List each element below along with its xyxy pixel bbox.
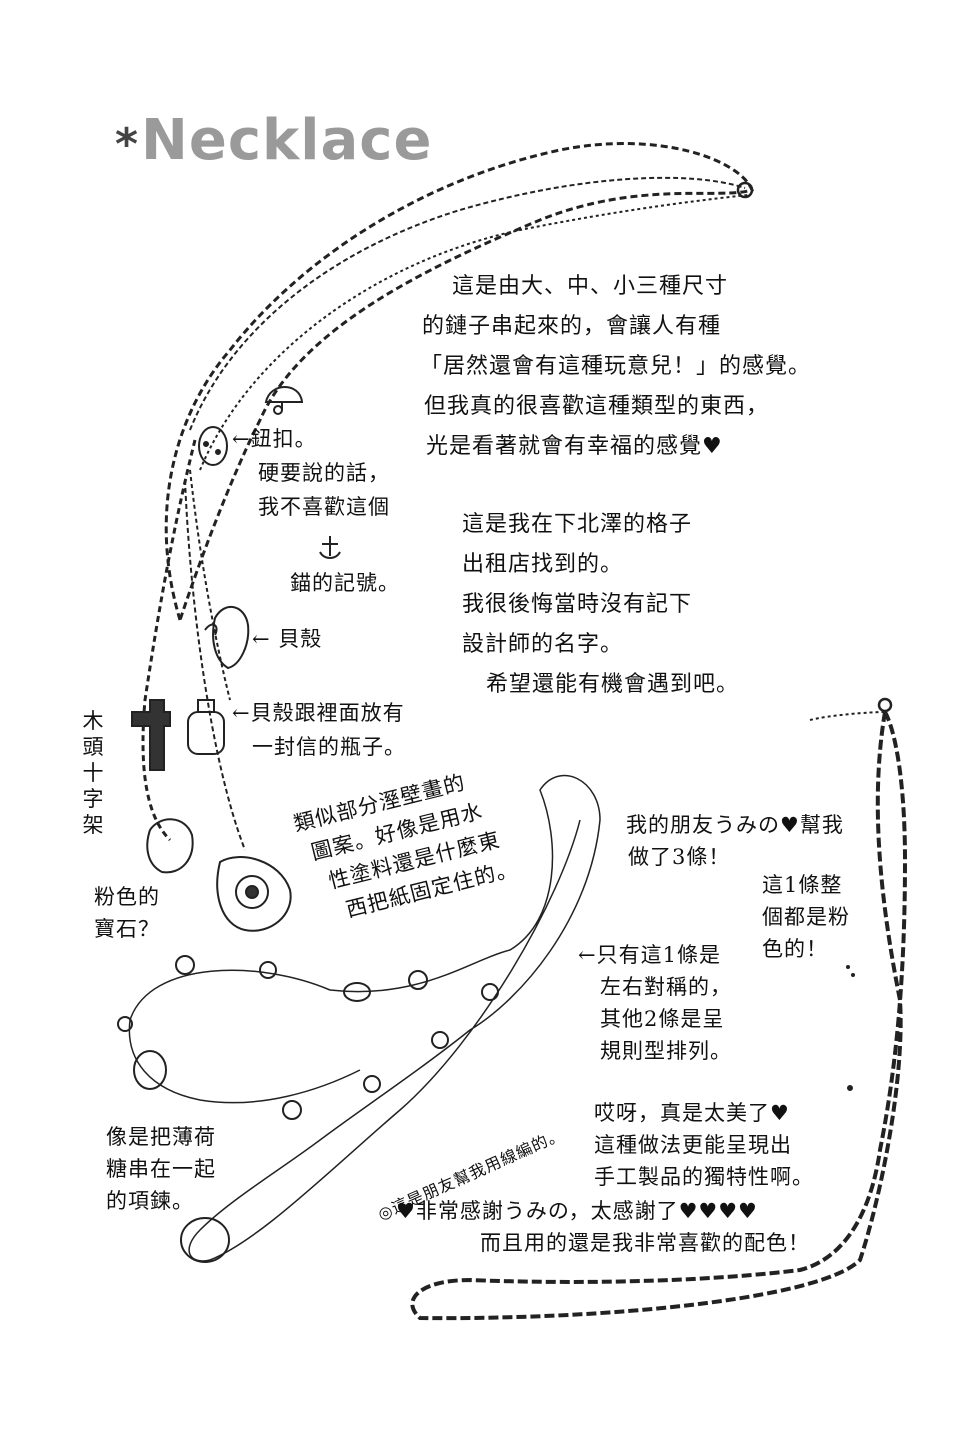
note-line: 粉色的 xyxy=(94,885,160,909)
note-line: 手工製品的獨特性啊。 xyxy=(594,1165,814,1189)
note-line: 個都是粉 xyxy=(762,905,850,929)
note-line: 硬要說的話， xyxy=(258,461,390,485)
bead xyxy=(408,970,428,990)
bead xyxy=(282,1100,302,1120)
note-line: 左右對稱的， xyxy=(600,975,732,999)
bead xyxy=(363,1075,381,1093)
note-line: 的項鍊。 xyxy=(106,1189,194,1213)
drop-chain-3 xyxy=(184,479,246,851)
note-line: 我的朋友うみの♥幫我 xyxy=(626,813,844,837)
note-line: 做了3條！ xyxy=(628,845,731,869)
bead xyxy=(481,983,499,1001)
bead xyxy=(431,1031,449,1049)
note-char: 頭 xyxy=(82,735,104,759)
cross-note: 木 頭 十 字 架 xyxy=(82,708,104,838)
note-line: 這種做法更能呈現出 xyxy=(594,1133,792,1157)
button-charm xyxy=(198,426,228,466)
note-line: 糖串在一起 xyxy=(106,1157,216,1181)
bead xyxy=(117,1016,133,1032)
clasp-ring xyxy=(736,181,754,199)
anchor-doodle xyxy=(319,536,341,559)
small-chain xyxy=(199,194,749,471)
shop-line: 希望還能有機會遇到吧。 xyxy=(486,672,740,697)
bead xyxy=(259,961,277,979)
intro-line: 光是看著就會有幸福的感覺♥ xyxy=(426,434,723,459)
bead xyxy=(133,1050,167,1090)
mushroom-doodle xyxy=(264,386,304,410)
note-line: 這1條整 xyxy=(762,873,843,897)
woven-necklace xyxy=(129,774,601,1262)
note-char: 字 xyxy=(82,787,104,811)
drop-chain-2 xyxy=(189,469,231,701)
shop-line: 設計師的名字。 xyxy=(462,632,624,657)
bottle-charm xyxy=(187,711,225,755)
note-line: 寶石？ xyxy=(94,917,160,941)
note-line: 像是把薄荷 xyxy=(106,1125,216,1149)
medium-chain xyxy=(189,176,746,431)
note-char: 十 xyxy=(82,761,104,785)
title-text: Necklace xyxy=(141,108,433,173)
intro-line: 「居然還會有這種玩意兒！」的感覺。 xyxy=(420,354,812,379)
shop-line: 我很後悔當時沒有記下 xyxy=(462,592,693,617)
main-drop-chain xyxy=(141,439,197,842)
shop-line: 這是我在下北澤的格子 xyxy=(462,512,693,537)
note-line: 色的！ xyxy=(762,937,828,961)
note-line: 我不喜歡這個 xyxy=(258,495,390,519)
note-line: ←鈕扣。 xyxy=(232,427,317,451)
plate-charm xyxy=(216,856,292,932)
shell-note: ← 貝殼 xyxy=(252,627,323,651)
shop-line: 出租店找到的。 xyxy=(462,552,624,577)
note-line: 規則型排列。 xyxy=(600,1039,732,1063)
gem-charm xyxy=(146,818,194,874)
asterisk-icon: * xyxy=(115,119,140,170)
note-line: ←只有這1條是 xyxy=(578,943,721,967)
page-title: *Necklace xyxy=(115,108,432,173)
intro-line: 的鏈子串起來的，會讓人有種 xyxy=(422,314,722,339)
note-line: 而且用的還是我非常喜歡的配色！ xyxy=(480,1231,810,1255)
intro-line: 這是由大、中、小三種尺寸 xyxy=(452,274,729,299)
bead xyxy=(343,982,371,1002)
shell-charm xyxy=(212,606,250,670)
bead xyxy=(175,955,195,975)
bead xyxy=(180,1217,230,1263)
note-line: ←貝殼跟裡面放有 xyxy=(232,701,405,725)
note-char: 架 xyxy=(82,813,104,837)
intro-line: 但我真的很喜歡這種類型的東西， xyxy=(424,394,770,419)
anchor-note: 錨的記號。 xyxy=(290,571,400,595)
note-line: 一封信的瓶子。 xyxy=(252,735,406,759)
note-line: ♥非常感謝うみの，太感謝了♥♥♥♥ xyxy=(396,1199,758,1223)
note-line: 哎呀，真是太美了♥ xyxy=(594,1101,790,1125)
note-line: 其他2條是呈 xyxy=(600,1007,725,1031)
pink-pearl-necklace xyxy=(410,711,908,1321)
note-char: 木 xyxy=(82,709,104,733)
cross-charm xyxy=(131,699,171,771)
